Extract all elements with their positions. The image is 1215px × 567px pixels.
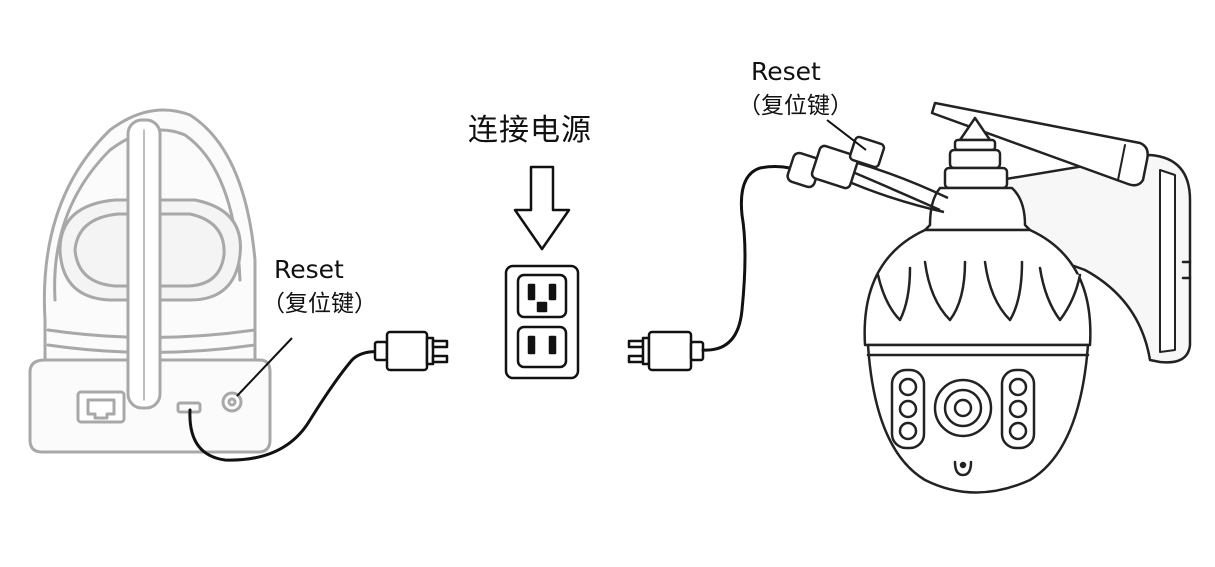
camera-pigtail [786,135,949,214]
down-arrow [513,165,571,251]
power-outlet [504,264,580,380]
indoor-camera [28,108,272,454]
outdoor-ptz-camera [863,101,1192,494]
left-power-cable [188,350,384,462]
right-reset-label-cn: （复位键） [738,93,853,119]
left-power-adapter [373,330,449,372]
right-power-adapter [627,330,705,372]
left-reset-pointer [236,337,293,397]
diagram-title: 连接电源 [468,113,592,148]
right-reset-pointer [826,119,867,151]
left-reset-label-cn: （复位键） [262,291,377,317]
right-reset-label: Reset [751,57,821,86]
right-power-cable [701,165,792,352]
left-reset-label: Reset [274,255,344,284]
